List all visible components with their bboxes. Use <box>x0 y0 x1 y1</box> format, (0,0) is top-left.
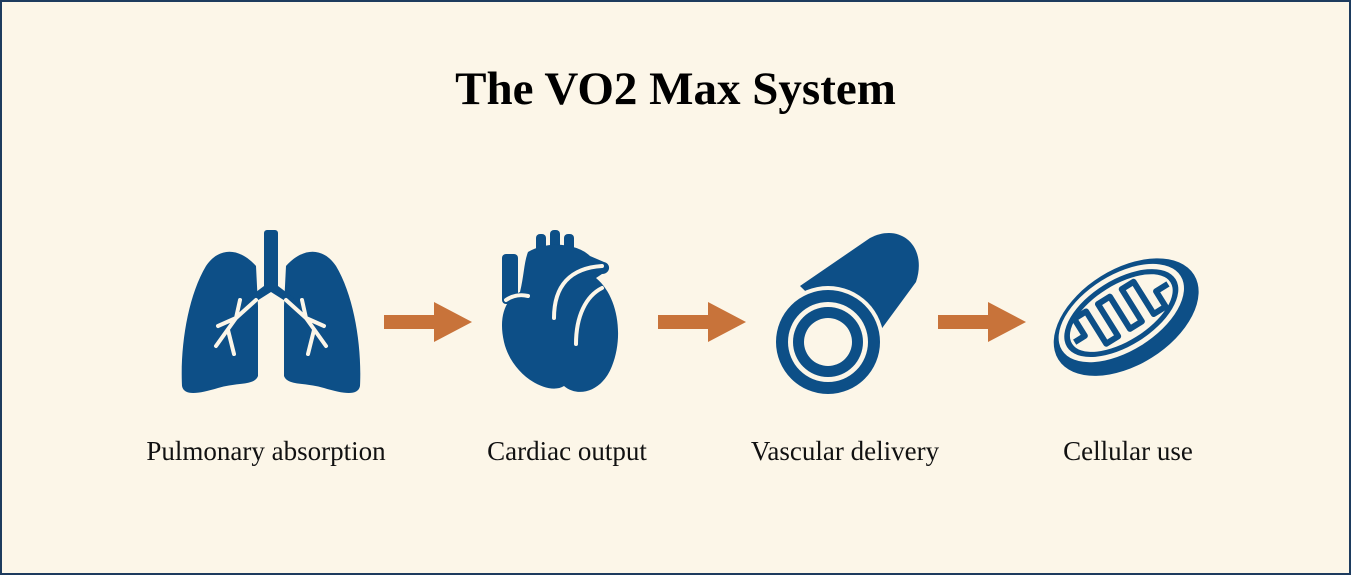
diagram-title: The VO2 Max System <box>455 63 896 115</box>
step-label-pulmonary: Pulmonary absorption <box>146 436 386 466</box>
arrow-icon <box>384 302 472 342</box>
step-label-cellular: Cellular use <box>1063 436 1193 466</box>
blood-vessel-icon <box>772 232 919 398</box>
lungs-icon <box>181 230 361 393</box>
arrow-icon <box>938 302 1026 342</box>
step-label-cardiac: Cardiac output <box>487 436 647 466</box>
arrow-icon <box>658 302 746 342</box>
step-label-vascular: Vascular delivery <box>750 436 940 466</box>
mitochondrion-icon <box>1053 258 1199 376</box>
heart-icon <box>501 230 619 392</box>
